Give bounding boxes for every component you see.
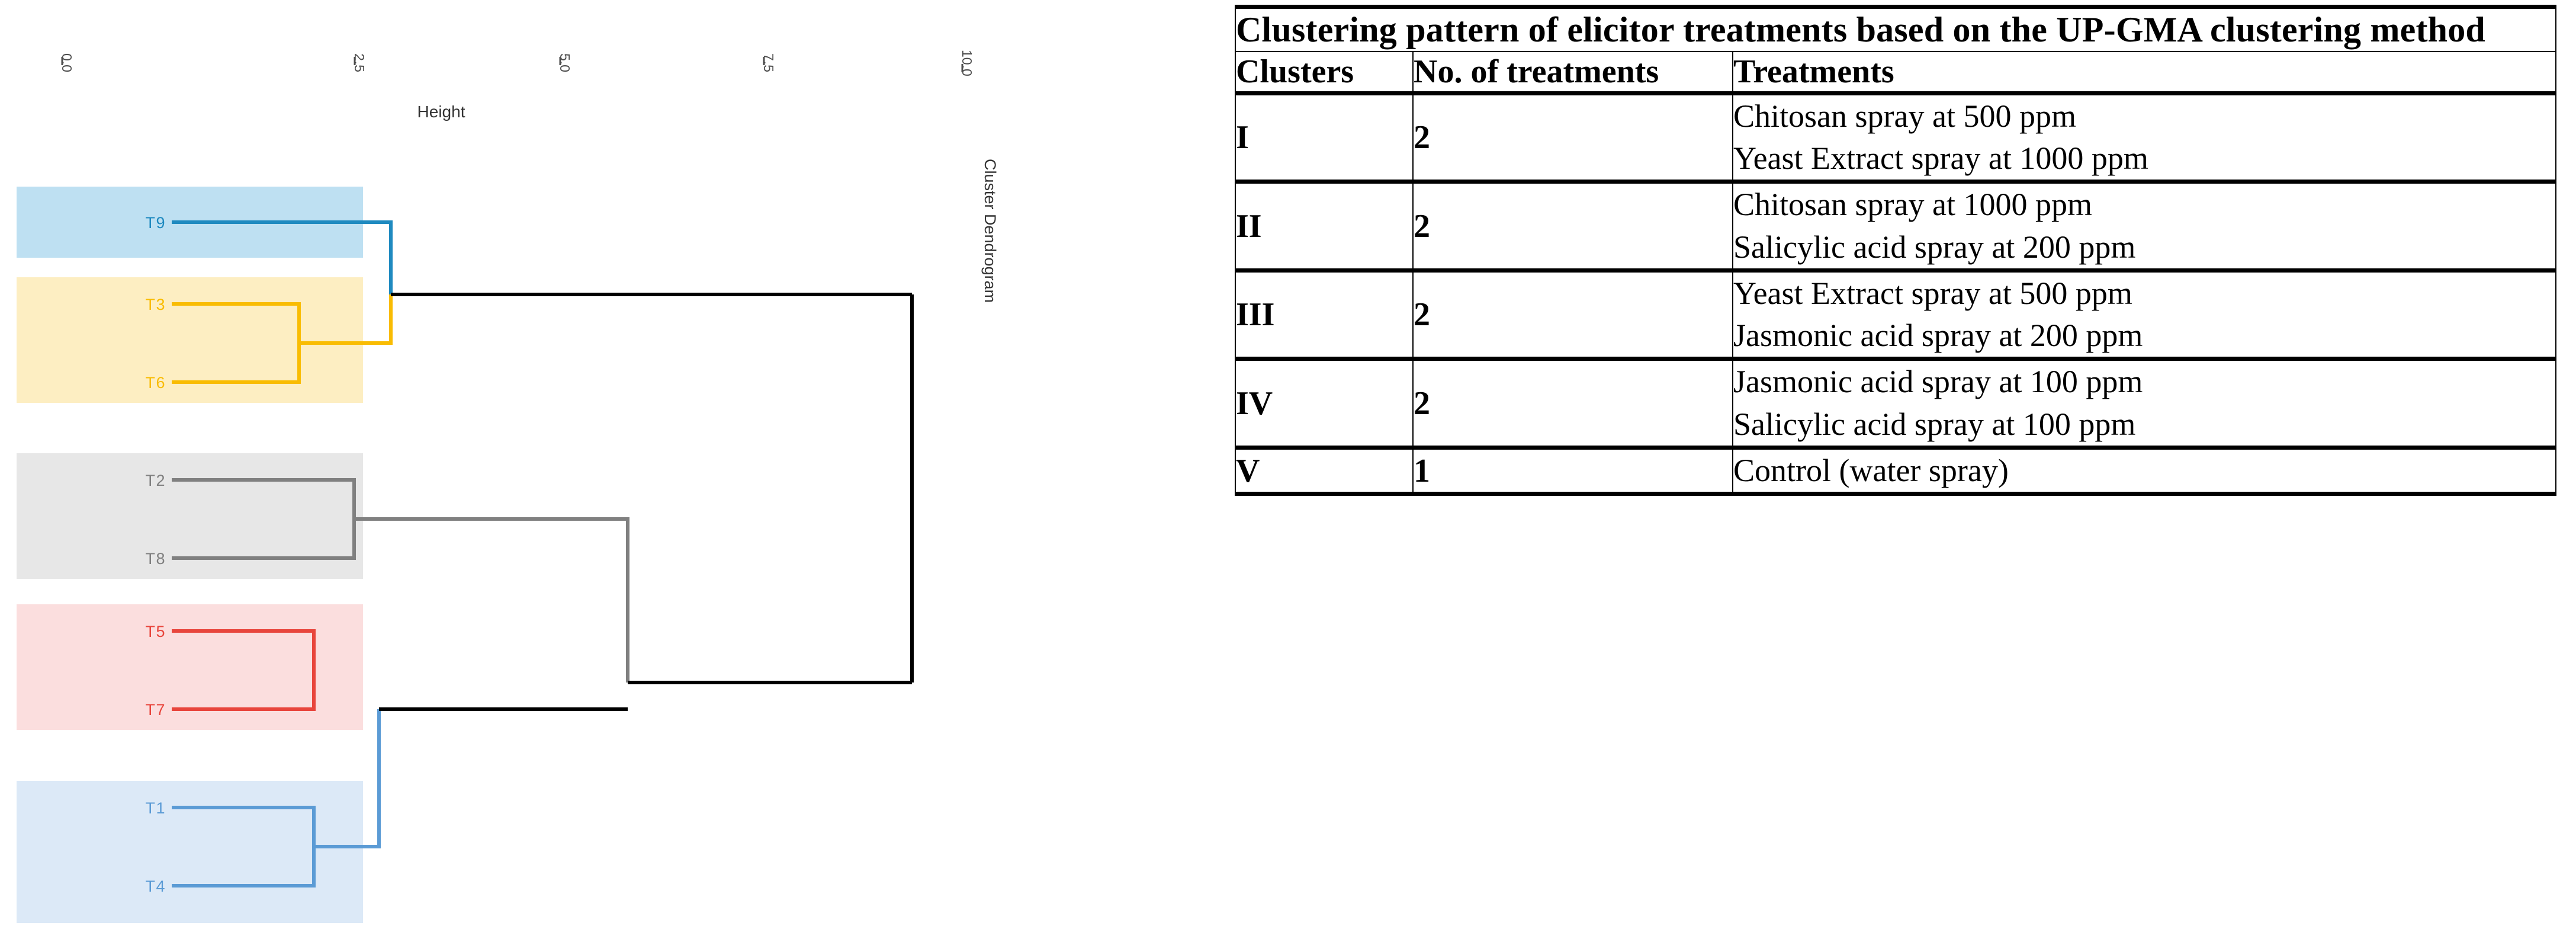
table-title-row: Clustering pattern of elicitor treatment…	[1234, 4, 2557, 52]
column-header-clusters: Clusters	[1235, 50, 1414, 95]
branch-group-gold	[172, 294, 393, 384]
axis-title-height: Height	[417, 102, 465, 121]
table-header-row: Clusters No. of treatments Treatments	[1235, 50, 2557, 95]
group-band-5	[17, 781, 363, 923]
cell-treatments: Yeast Extract spray at 500 ppm Jasmonic …	[1732, 270, 2557, 361]
table-row: III 2 Yeast Extract spray at 500 ppm Jas…	[1235, 270, 2557, 361]
branch-group-blue	[172, 709, 381, 887]
cell-treatment-count: 2	[1412, 181, 1733, 273]
cell-cluster-roman: II	[1235, 181, 1414, 273]
leaf-label-t2: T2	[145, 472, 166, 489]
leaf-label-t9: T9	[145, 214, 166, 232]
leaf-label-t1: T1	[145, 799, 166, 817]
leaf-label-t8: T8	[145, 550, 166, 568]
table-row: V 1 Control (water spray)	[1235, 447, 2557, 496]
treatment-line: Yeast Extract spray at 500 ppm	[1733, 275, 2132, 311]
cell-cluster-roman: V	[1235, 447, 1414, 496]
cell-treatment-count: 2	[1412, 270, 1733, 361]
treatment-line: Jasmonic acid spray at 200 ppm	[1733, 318, 2143, 354]
chart-title: Cluster Dendrogram	[981, 159, 999, 303]
axis-tick-4: 10.0	[959, 50, 975, 76]
cell-cluster-roman: I	[1235, 92, 1414, 184]
cell-treatment-count: 2	[1412, 358, 1733, 450]
cell-treatments: Control (water spray)	[1732, 447, 2557, 496]
branch-links-root	[379, 293, 914, 711]
treatment-line: Control (water spray)	[1733, 453, 2009, 488]
group-band-3	[17, 453, 363, 579]
cell-treatments: Jasmonic acid spray at 100 ppm Salicylic…	[1732, 358, 2557, 450]
treatment-line: Chitosan spray at 1000 ppm	[1733, 187, 2092, 223]
treatment-line: Chitosan spray at 500 ppm	[1733, 98, 2076, 134]
treatment-line: Yeast Extract spray at 1000 ppm	[1733, 140, 2148, 177]
leaf-label-t4: T4	[145, 877, 166, 895]
dendrogram-panel: 0.0 2.5 5.0 7.5 10.0 Height Cluster Dend…	[0, 0, 1042, 942]
treatment-line: Salicylic acid spray at 200 ppm	[1733, 229, 2136, 265]
branch-group-grey	[172, 478, 629, 683]
cell-treatments: Chitosan spray at 1000 ppm Salicylic aci…	[1732, 181, 2557, 273]
column-header-treatments: Treatments	[1732, 50, 2557, 95]
group-band-4	[17, 604, 363, 730]
table-row: I 2 Chitosan spray at 500 ppm Yeast Extr…	[1235, 92, 2557, 184]
column-header-no-of-treatments: No. of treatments	[1412, 50, 1733, 95]
clustering-table: Clustering pattern of elicitor treatment…	[1234, 4, 2557, 496]
table-title: Clustering pattern of elicitor treatment…	[1234, 4, 2557, 52]
leaf-label-t6: T6	[145, 374, 166, 392]
cluster-dendrogram-chart: 0.0 2.5 5.0 7.5 10.0 Height Cluster Dend…	[17, 50, 999, 923]
clustering-table-panel: Clustering pattern of elicitor treatment…	[1234, 4, 2557, 496]
leaf-label-t7: T7	[145, 701, 166, 719]
table-row: II 2 Chitosan spray at 1000 ppm Salicyli…	[1235, 181, 2557, 273]
cell-treatment-count: 1	[1412, 447, 1733, 496]
group-band-2	[17, 277, 363, 403]
branch-t9	[172, 220, 393, 294]
treatment-line: Jasmonic acid spray at 100 ppm	[1733, 364, 2143, 400]
axis-tick-group: 0.0 2.5 5.0 7.5 10.0	[59, 50, 975, 76]
branch-group-red	[172, 629, 316, 711]
treatment-line: Salicylic acid spray at 100 ppm	[1733, 406, 2136, 442]
leaf-label-t3: T3	[145, 296, 166, 313]
leaf-label-t5: T5	[145, 623, 166, 640]
cell-treatment-count: 2	[1412, 92, 1733, 184]
cell-cluster-roman: III	[1235, 270, 1414, 361]
cell-cluster-roman: IV	[1235, 358, 1414, 450]
table-row: IV 2 Jasmonic acid spray at 100 ppm Sali…	[1235, 358, 2557, 450]
cell-treatments: Chitosan spray at 500 ppm Yeast Extract …	[1732, 92, 2557, 184]
